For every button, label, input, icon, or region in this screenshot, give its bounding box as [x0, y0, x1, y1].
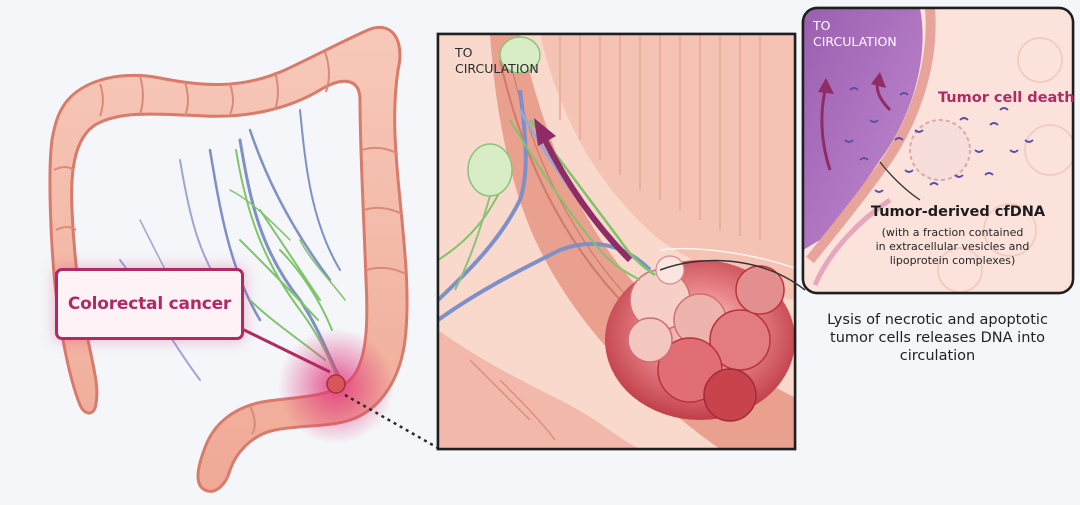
cfdna-subtitle: (with a fraction contained in extracellu…: [845, 226, 1060, 268]
to-circulation-inset-line1: TO: [813, 18, 897, 34]
colorectal-cancer-label: Colorectal cancer: [68, 294, 231, 314]
cfdna-subtitle-line1: (with a fraction contained: [845, 226, 1060, 240]
to-circulation-inset-label: TO CIRCULATION: [813, 18, 897, 50]
colorectal-cancer-label-box: Colorectal cancer: [55, 268, 244, 340]
zoom-panel: [438, 34, 800, 449]
lysis-caption: Lysis of necrotic and apoptotic tumor ce…: [800, 311, 1075, 365]
to-circulation-main-line2: CIRCULATION: [455, 61, 539, 77]
cfdna-title: Tumor-derived cfDNA: [858, 204, 1058, 220]
to-circulation-inset-line2: CIRCULATION: [813, 34, 897, 50]
lysis-caption-line3: circulation: [800, 347, 1075, 365]
lysis-caption-line2: tumor cells releases DNA into: [800, 329, 1075, 347]
tumor-cell-death-label: Tumor cell death: [938, 90, 1075, 106]
to-circulation-main-line1: TO: [455, 45, 539, 61]
cfdna-subtitle-line2: in extracellular vesicles and: [845, 240, 1060, 254]
lysis-caption-line1: Lysis of necrotic and apoptotic: [800, 311, 1075, 329]
to-circulation-main-label: TO CIRCULATION: [455, 45, 539, 77]
cfdna-subtitle-line3: lipoprotein complexes): [845, 254, 1060, 268]
